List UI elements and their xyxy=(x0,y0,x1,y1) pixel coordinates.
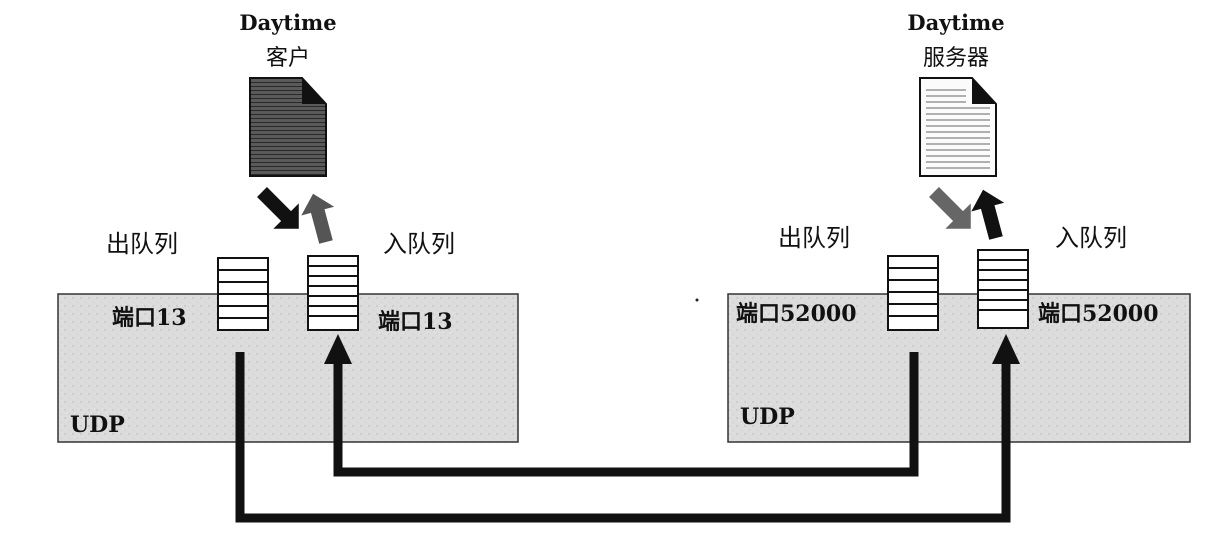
server-udp-label: UDP xyxy=(740,404,795,430)
client-in-queue-label: 入队列 xyxy=(383,230,455,258)
server-subtitle: 服务器 xyxy=(922,46,989,71)
server-out-queue xyxy=(887,255,939,331)
stray-dot xyxy=(695,298,699,302)
client-document-icon xyxy=(249,77,327,177)
server-in-queue xyxy=(977,249,1029,329)
client-subtitle: 客户 xyxy=(265,46,310,71)
server-in-port-label: 端口52000 xyxy=(1038,301,1159,327)
server-in-arrowhead xyxy=(992,334,1020,364)
server-in-arrow xyxy=(971,189,1005,240)
server-out-arrow xyxy=(929,187,971,229)
server-in-queue-label: 入队列 xyxy=(1055,224,1127,252)
client-out-queue-label: 出队列 xyxy=(106,230,178,258)
server-document-icon xyxy=(919,77,997,177)
client-in-arrowhead xyxy=(324,334,352,364)
client-out-port-label: 端口13 xyxy=(112,305,187,331)
client-out-queue xyxy=(217,257,269,331)
client-to-server-path xyxy=(235,352,1011,523)
server-title: Daytime xyxy=(907,10,1005,35)
client-udp-label: UDP xyxy=(70,412,125,438)
server-out-port-label: 端口52000 xyxy=(736,301,857,327)
client-udp-box xyxy=(57,293,519,443)
client-in-arrow xyxy=(301,193,335,244)
client-title: Daytime xyxy=(239,10,337,35)
server-out-queue-label: 出队列 xyxy=(778,224,850,252)
client-in-port-label: 端口13 xyxy=(378,309,453,335)
client-in-queue xyxy=(307,255,359,331)
server-udp-box xyxy=(727,293,1191,443)
client-out-arrow xyxy=(257,187,299,229)
server-to-client-path xyxy=(333,352,919,477)
